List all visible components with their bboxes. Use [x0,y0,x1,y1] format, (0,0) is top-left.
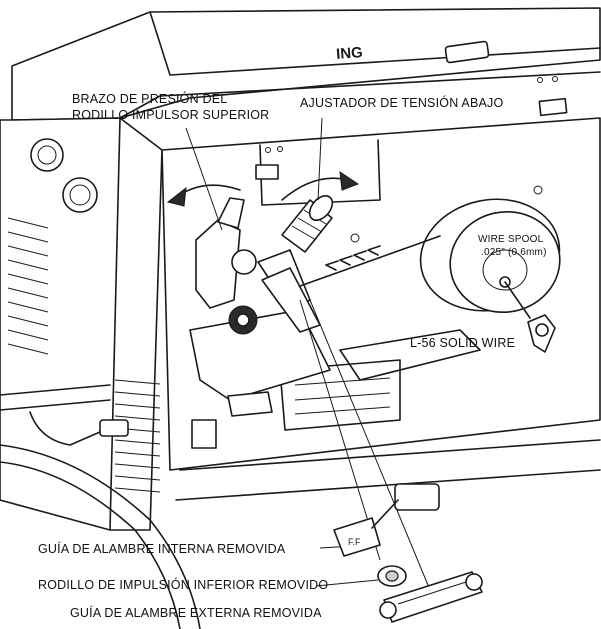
brand-fragment: ING [336,44,364,63]
label-lower-roll: RODILLO DE IMPULSIÓN INFERIOR REMOVIDO [38,578,329,592]
gun-cable [0,384,201,629]
wing-nut-icon [527,314,556,353]
upper-mid-clip [255,164,279,180]
label-solid-wire: L-56 SOLID WIRE [410,336,516,350]
removed-inner-wire-guide [333,483,440,557]
gun-connector [99,419,129,437]
lower-bracket [339,329,481,381]
label-inner-guide: GUÍA DE ALAMBRE INTERNA REMOVIDA [38,542,286,556]
upper-right-clip [538,97,568,117]
label-spool-line1: WIRE SPOOL [478,234,544,245]
removed-outer-wire-guide [379,571,483,623]
front-knob-upper [30,138,64,172]
rotation-arrow-right-icon [281,170,360,201]
removed-lower-drive-roll [377,565,407,587]
cover-latch [444,40,490,64]
lower-thumb-screw [227,391,273,417]
rotation-arrow-left-icon [166,184,241,207]
leader-lower-roll [315,579,379,587]
label-upper-arm-line1: BRAZO DE PRESIÓN DEL [72,92,228,106]
wire-drive-mechanism [189,197,331,449]
label-outer-guide: GUÍA DE ALAMBRE EXTERNA REMOVIDA [70,606,322,620]
label-spool-line2: .025" (0.6mm) [481,247,547,258]
wire-spool [419,198,561,319]
vent-grille-left [7,217,49,355]
feed-direction-chevron-icon [299,235,441,287]
label-upper-arm-line2: RODILLO IMPULSOR SUPERIOR [72,108,270,122]
roll-stamp: F.F [348,537,361,547]
leader-outer-guide [309,299,431,591]
leader-upper-arm [185,127,223,231]
leader-tension [317,117,323,201]
vent-grille-front [114,379,161,493]
tension-adjuster-knob [281,195,334,253]
label-tension-adjuster: AJUSTADOR DE TENSIÓN ABAJO [300,96,504,110]
front-knob-lower [62,177,98,213]
